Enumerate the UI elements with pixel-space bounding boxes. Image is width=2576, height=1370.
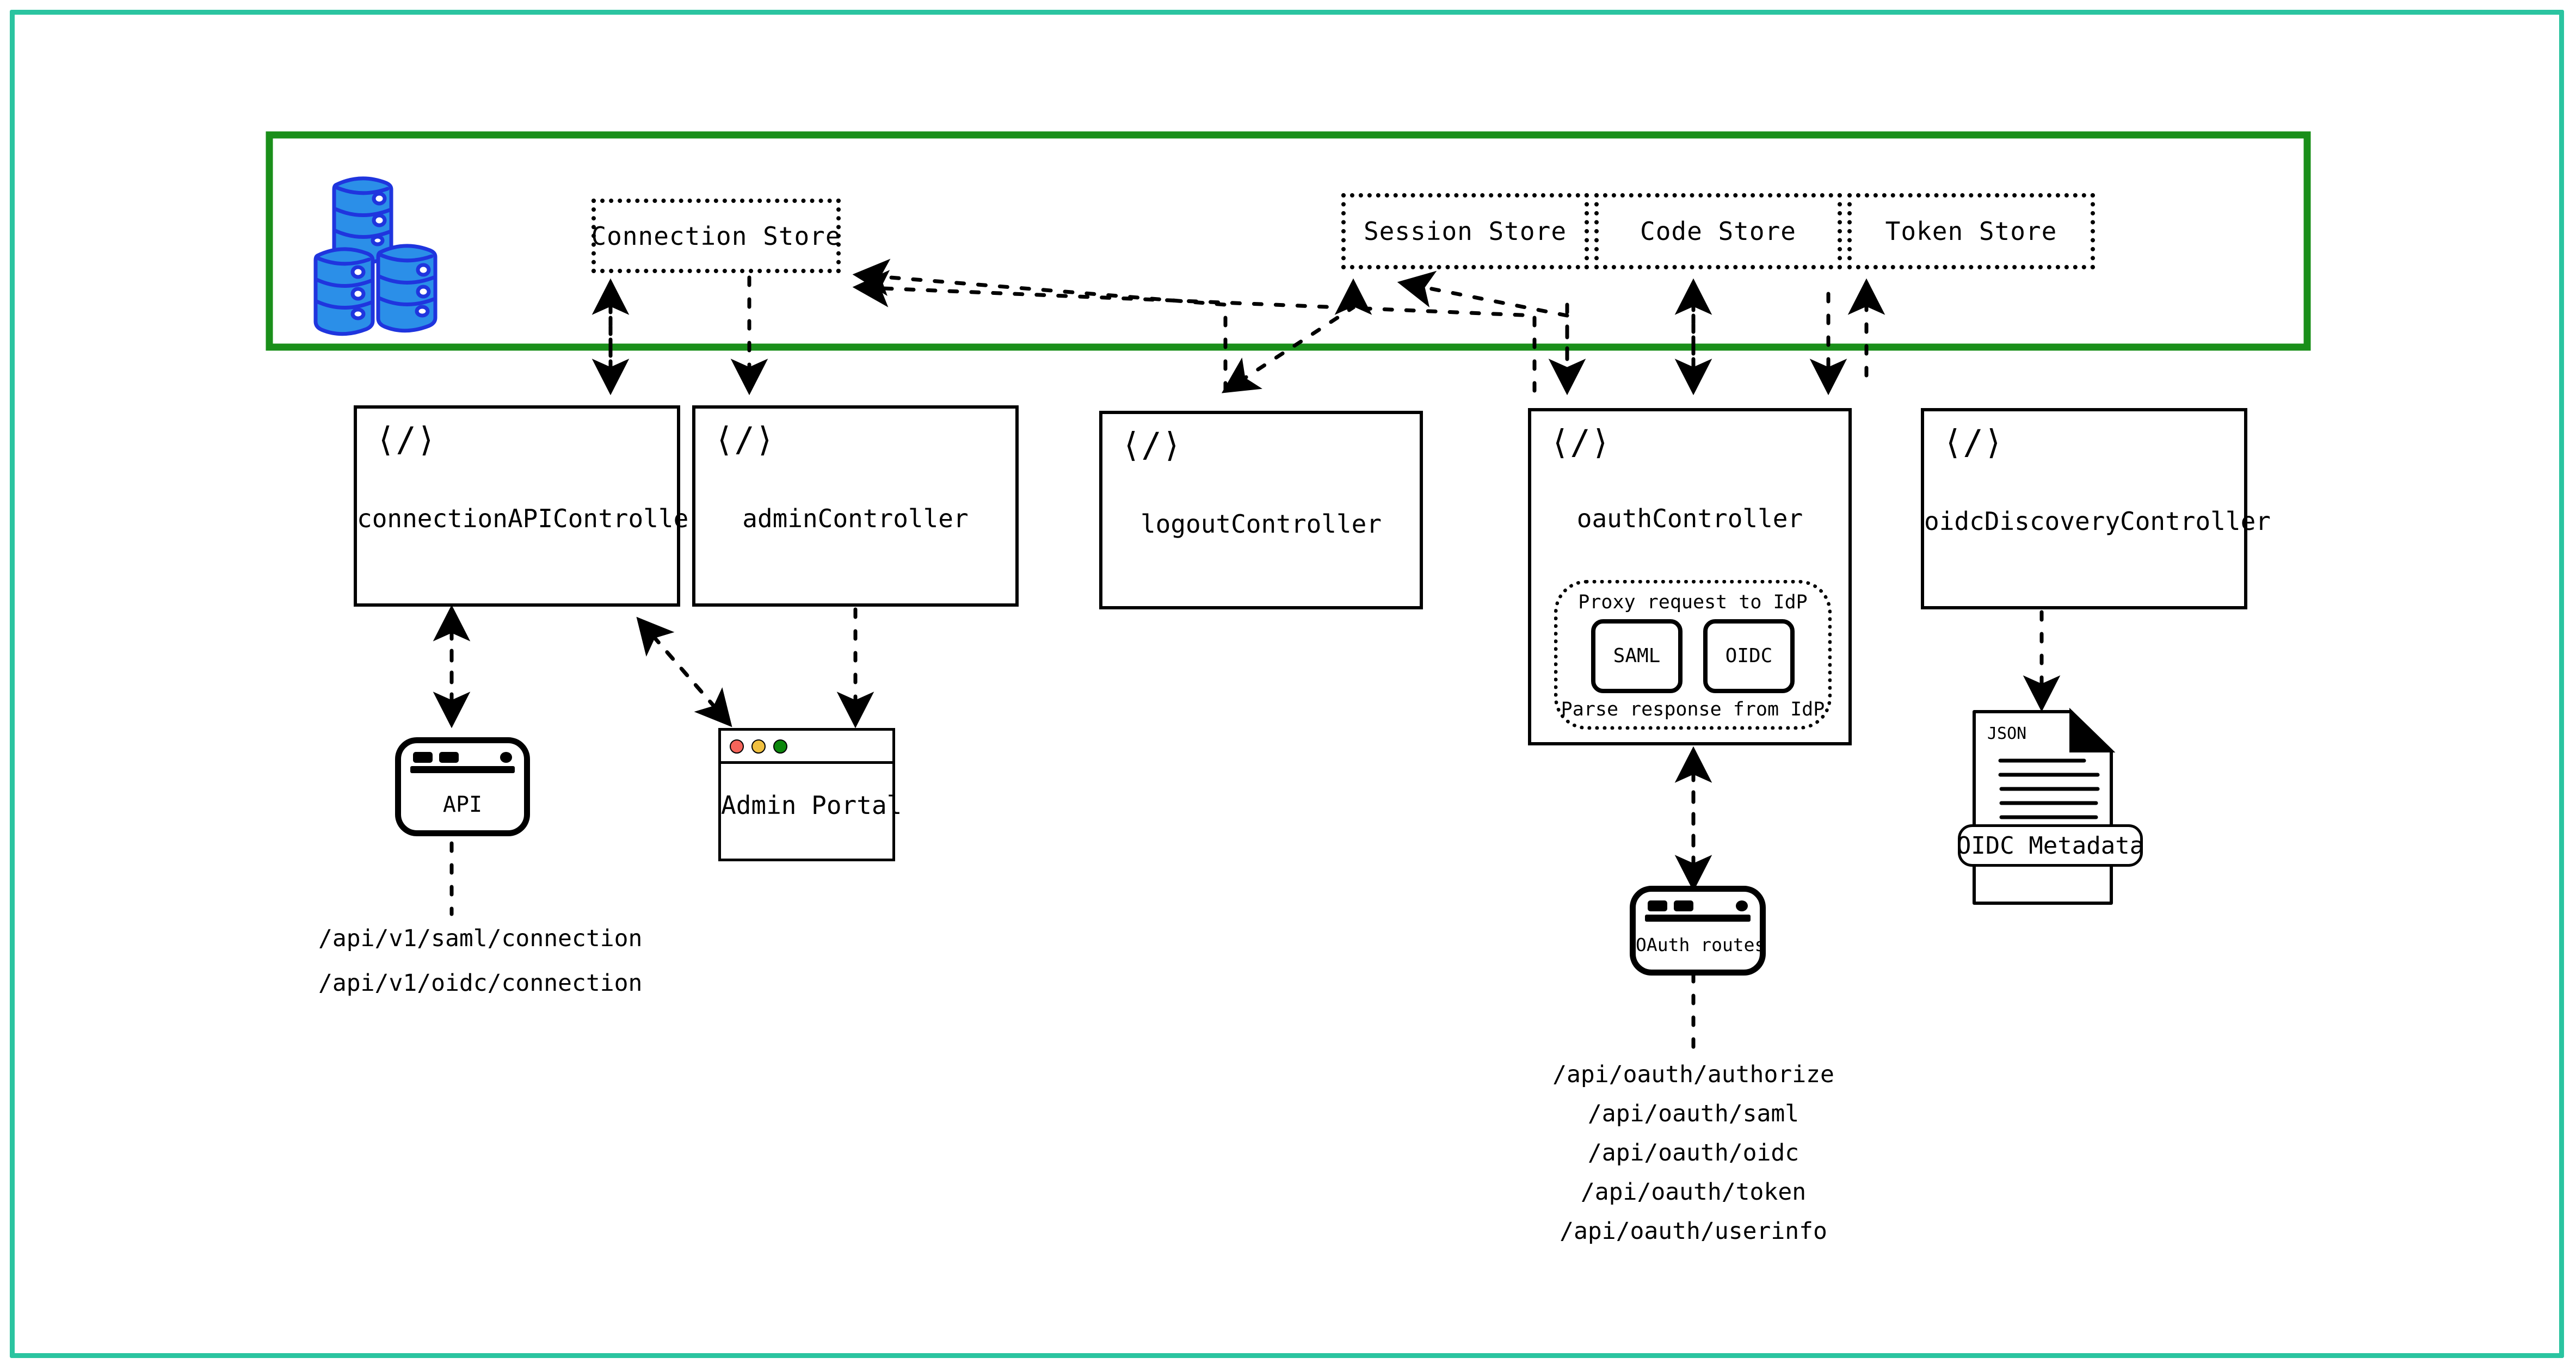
endpoint-oauth-saml: /api/oauth/saml [1587,1100,1799,1127]
controller-admin[interactable]: ⟨/⟩ adminController [692,405,1019,607]
device-bar [410,766,515,773]
protocol-oidc-pill[interactable]: OIDC [1703,619,1795,693]
edge-oauth-to-sessionstore [1397,270,1569,383]
store-label: Token Store [1885,217,2057,246]
controller-oauth[interactable]: ⟨/⟩ oauthController Proxy request to IdP… [1528,408,1852,745]
code-brackets-icon: ⟨/⟩ [1550,422,1611,462]
code-brackets-icon: ⟨/⟩ [714,419,775,459]
controller-label: logoutController [1140,509,1382,539]
endpoint-oauth-userinfo: /api/oauth/userinfo [1560,1218,1827,1245]
oauth-routes-label: OAuth routes [1636,934,1766,955]
endpoint-oauth-authorize: /api/oauth/authorize [1552,1061,1834,1088]
controller-label: oidcDiscoveryController [1924,507,2271,536]
code-brackets-icon: ⟨/⟩ [375,419,436,459]
store-token-store[interactable]: Token Store [1847,193,2095,269]
store-label: Connection Store [591,221,841,251]
controller-label: adminController [742,504,969,533]
oidc-metadata-text: OIDC Metadata [1956,831,2144,860]
browser-titlebar [721,731,892,764]
edge-connapi-to-adminportal [637,618,732,727]
database-stack-icon [313,176,437,336]
device-dot-3 [1736,900,1748,911]
store-label: Session Store [1363,217,1567,246]
device-dot-1 [1648,900,1667,911]
proxy-request-label: Proxy request to IdP [1578,591,1808,613]
controller-logout[interactable]: ⟨/⟩ logoutController [1099,411,1423,609]
device-dot-2 [1674,900,1693,911]
oidc-metadata-label[interactable]: OIDC Metadata [1956,824,2144,867]
parse-response-label: Parse response from IdP [1561,699,1825,720]
json-doc-type-label: JSON [1987,724,2026,743]
maximize-dot[interactable] [773,739,787,754]
api-node[interactable]: API [395,737,530,836]
api-label: API [442,792,483,817]
endpoint-oauth-token: /api/oauth/token [1580,1178,1807,1206]
store-label: Code Store [1640,217,1796,246]
admin-portal-label: Admin Portal [721,791,902,820]
endpoint-saml-connection: /api/v1/saml/connection [318,925,643,952]
endpoint-oidc-connection: /api/v1/oidc/connection [318,970,643,997]
endpoint-oauth-oidc: /api/oauth/oidc [1587,1139,1799,1167]
device-dot-3 [500,752,512,763]
controller-label: connectionAPIController [357,504,704,533]
oauth-routes-node[interactable]: OAuth routes [1630,886,1766,976]
edge-sessionstore-to-logout [1221,281,1355,393]
code-brackets-icon: ⟨/⟩ [1943,422,2004,462]
store-session-store[interactable]: Session Store [1341,193,1589,269]
store-code-store[interactable]: Code Store [1594,193,1842,269]
controller-connection-api[interactable]: ⟨/⟩ connectionAPIController [354,405,704,607]
protocol-saml-pill[interactable]: SAML [1591,619,1683,693]
code-brackets-icon: ⟨/⟩ [1121,425,1182,465]
proxy-idp-group: Proxy request to IdP SAML OIDC Parse res… [1554,580,1832,730]
close-dot[interactable] [730,739,744,754]
device-bar [1645,915,1751,922]
edge-logout-to-connstore [852,258,1228,393]
device-dot-2 [439,752,459,763]
outer-frame-border [10,10,2564,1358]
admin-portal-node[interactable]: Admin Portal [718,728,902,861]
oauth-endpoint-list: /api/oauth/authorize /api/oauth/saml /ap… [1552,1061,1834,1245]
controller-label: oauthController [1576,504,1803,533]
minimize-dot[interactable] [751,739,766,754]
device-dot-1 [413,752,433,763]
controller-oidc-discovery[interactable]: ⟨/⟩ oidcDiscoveryController [1921,408,2271,609]
storage-container-box [266,131,2311,351]
edge-oauth-to-connstore [852,270,1537,393]
store-connection-store[interactable]: Connection Store [591,199,841,273]
